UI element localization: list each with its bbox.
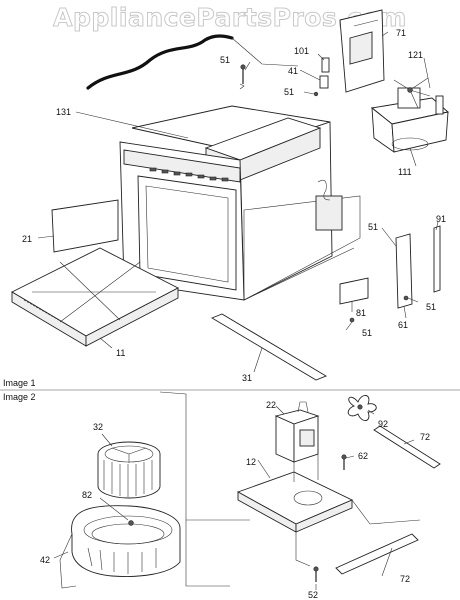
- callout-62[interactable]: 62: [358, 451, 368, 461]
- callout-12[interactable]: 12: [246, 457, 256, 467]
- callout-111[interactable]: 111: [398, 167, 412, 177]
- callout-71[interactable]: 71: [396, 28, 406, 38]
- callout-11[interactable]: 11: [116, 348, 125, 358]
- power-cord[interactable]: [86, 34, 234, 90]
- callout-42[interactable]: 42: [40, 555, 50, 565]
- part-42-blower-housing[interactable]: [59, 505, 181, 589]
- part-21-side-panel[interactable]: [51, 199, 119, 253]
- callout-92[interactable]: 92: [378, 419, 388, 429]
- watermark-text: AppliancePartsPros.com: [53, 3, 407, 32]
- part-82-screw[interactable]: [128, 520, 134, 526]
- part-62-screw[interactable]: [341, 454, 347, 470]
- part-121-fan-motor[interactable]: [393, 77, 444, 115]
- callout-82[interactable]: 82: [82, 490, 92, 500]
- callout-31[interactable]: 31: [242, 373, 252, 383]
- callout-51-switch[interactable]: 51: [284, 87, 294, 97]
- part-81-small-bracket[interactable]: [339, 277, 369, 323]
- callout-21[interactable]: 21: [22, 234, 32, 244]
- assembly-lines-image2: [159, 391, 421, 587]
- part-101-41-interlock-switches[interactable]: [313, 57, 330, 97]
- callout-51-top[interactable]: 51: [220, 55, 230, 65]
- part-22-motor[interactable]: [274, 401, 320, 463]
- part-61-bracket[interactable]: [395, 233, 413, 309]
- part-92-fan-blade[interactable]: [347, 395, 377, 421]
- callout-32[interactable]: 32: [93, 422, 103, 432]
- callout-51-bracket[interactable]: 51: [426, 302, 436, 312]
- callout-131[interactable]: 131: [56, 107, 71, 117]
- callout-72-lower[interactable]: 72: [400, 574, 410, 584]
- section-label-image2: Image 2: [3, 392, 36, 402]
- leader-lines-image2: [53, 405, 415, 590]
- callout-101[interactable]: 101: [294, 46, 309, 56]
- callout-91[interactable]: 91: [436, 214, 446, 224]
- part-91-vertical-strip[interactable]: [433, 225, 441, 293]
- part-72-strip-lower[interactable]: [335, 533, 419, 575]
- callout-81[interactable]: 81: [356, 308, 366, 318]
- callout-41[interactable]: 41: [288, 66, 298, 76]
- callout-51-bottom[interactable]: 51: [362, 328, 372, 338]
- chassis-interior: [243, 179, 361, 301]
- callout-22[interactable]: 22: [266, 400, 276, 410]
- leader-lines-image1: [37, 31, 439, 373]
- callout-61[interactable]: 61: [398, 320, 408, 330]
- part-12-mounting-plate[interactable]: [236, 454, 354, 533]
- oven-front-control-panel[interactable]: [119, 141, 245, 301]
- control-buttons[interactable]: [149, 167, 229, 182]
- callout-121[interactable]: 121: [408, 50, 423, 60]
- section-label-image1: Image 1: [3, 378, 36, 388]
- part-71-rear-panel[interactable]: [339, 9, 385, 93]
- part-52-screw[interactable]: [313, 566, 319, 582]
- part-11-bottom-tray[interactable]: [11, 247, 179, 347]
- part-111-blower-housing[interactable]: [370, 97, 449, 153]
- callout-51-right[interactable]: 51: [368, 222, 378, 232]
- callout-52[interactable]: 52: [308, 590, 318, 600]
- part-32-blower-wheel[interactable]: [97, 441, 161, 499]
- callout-72-upper[interactable]: 72: [420, 432, 430, 442]
- part-72-strip-upper[interactable]: [373, 425, 441, 469]
- part-31-trim-strip[interactable]: [210, 313, 328, 381]
- screw-51-top[interactable]: [239, 64, 246, 90]
